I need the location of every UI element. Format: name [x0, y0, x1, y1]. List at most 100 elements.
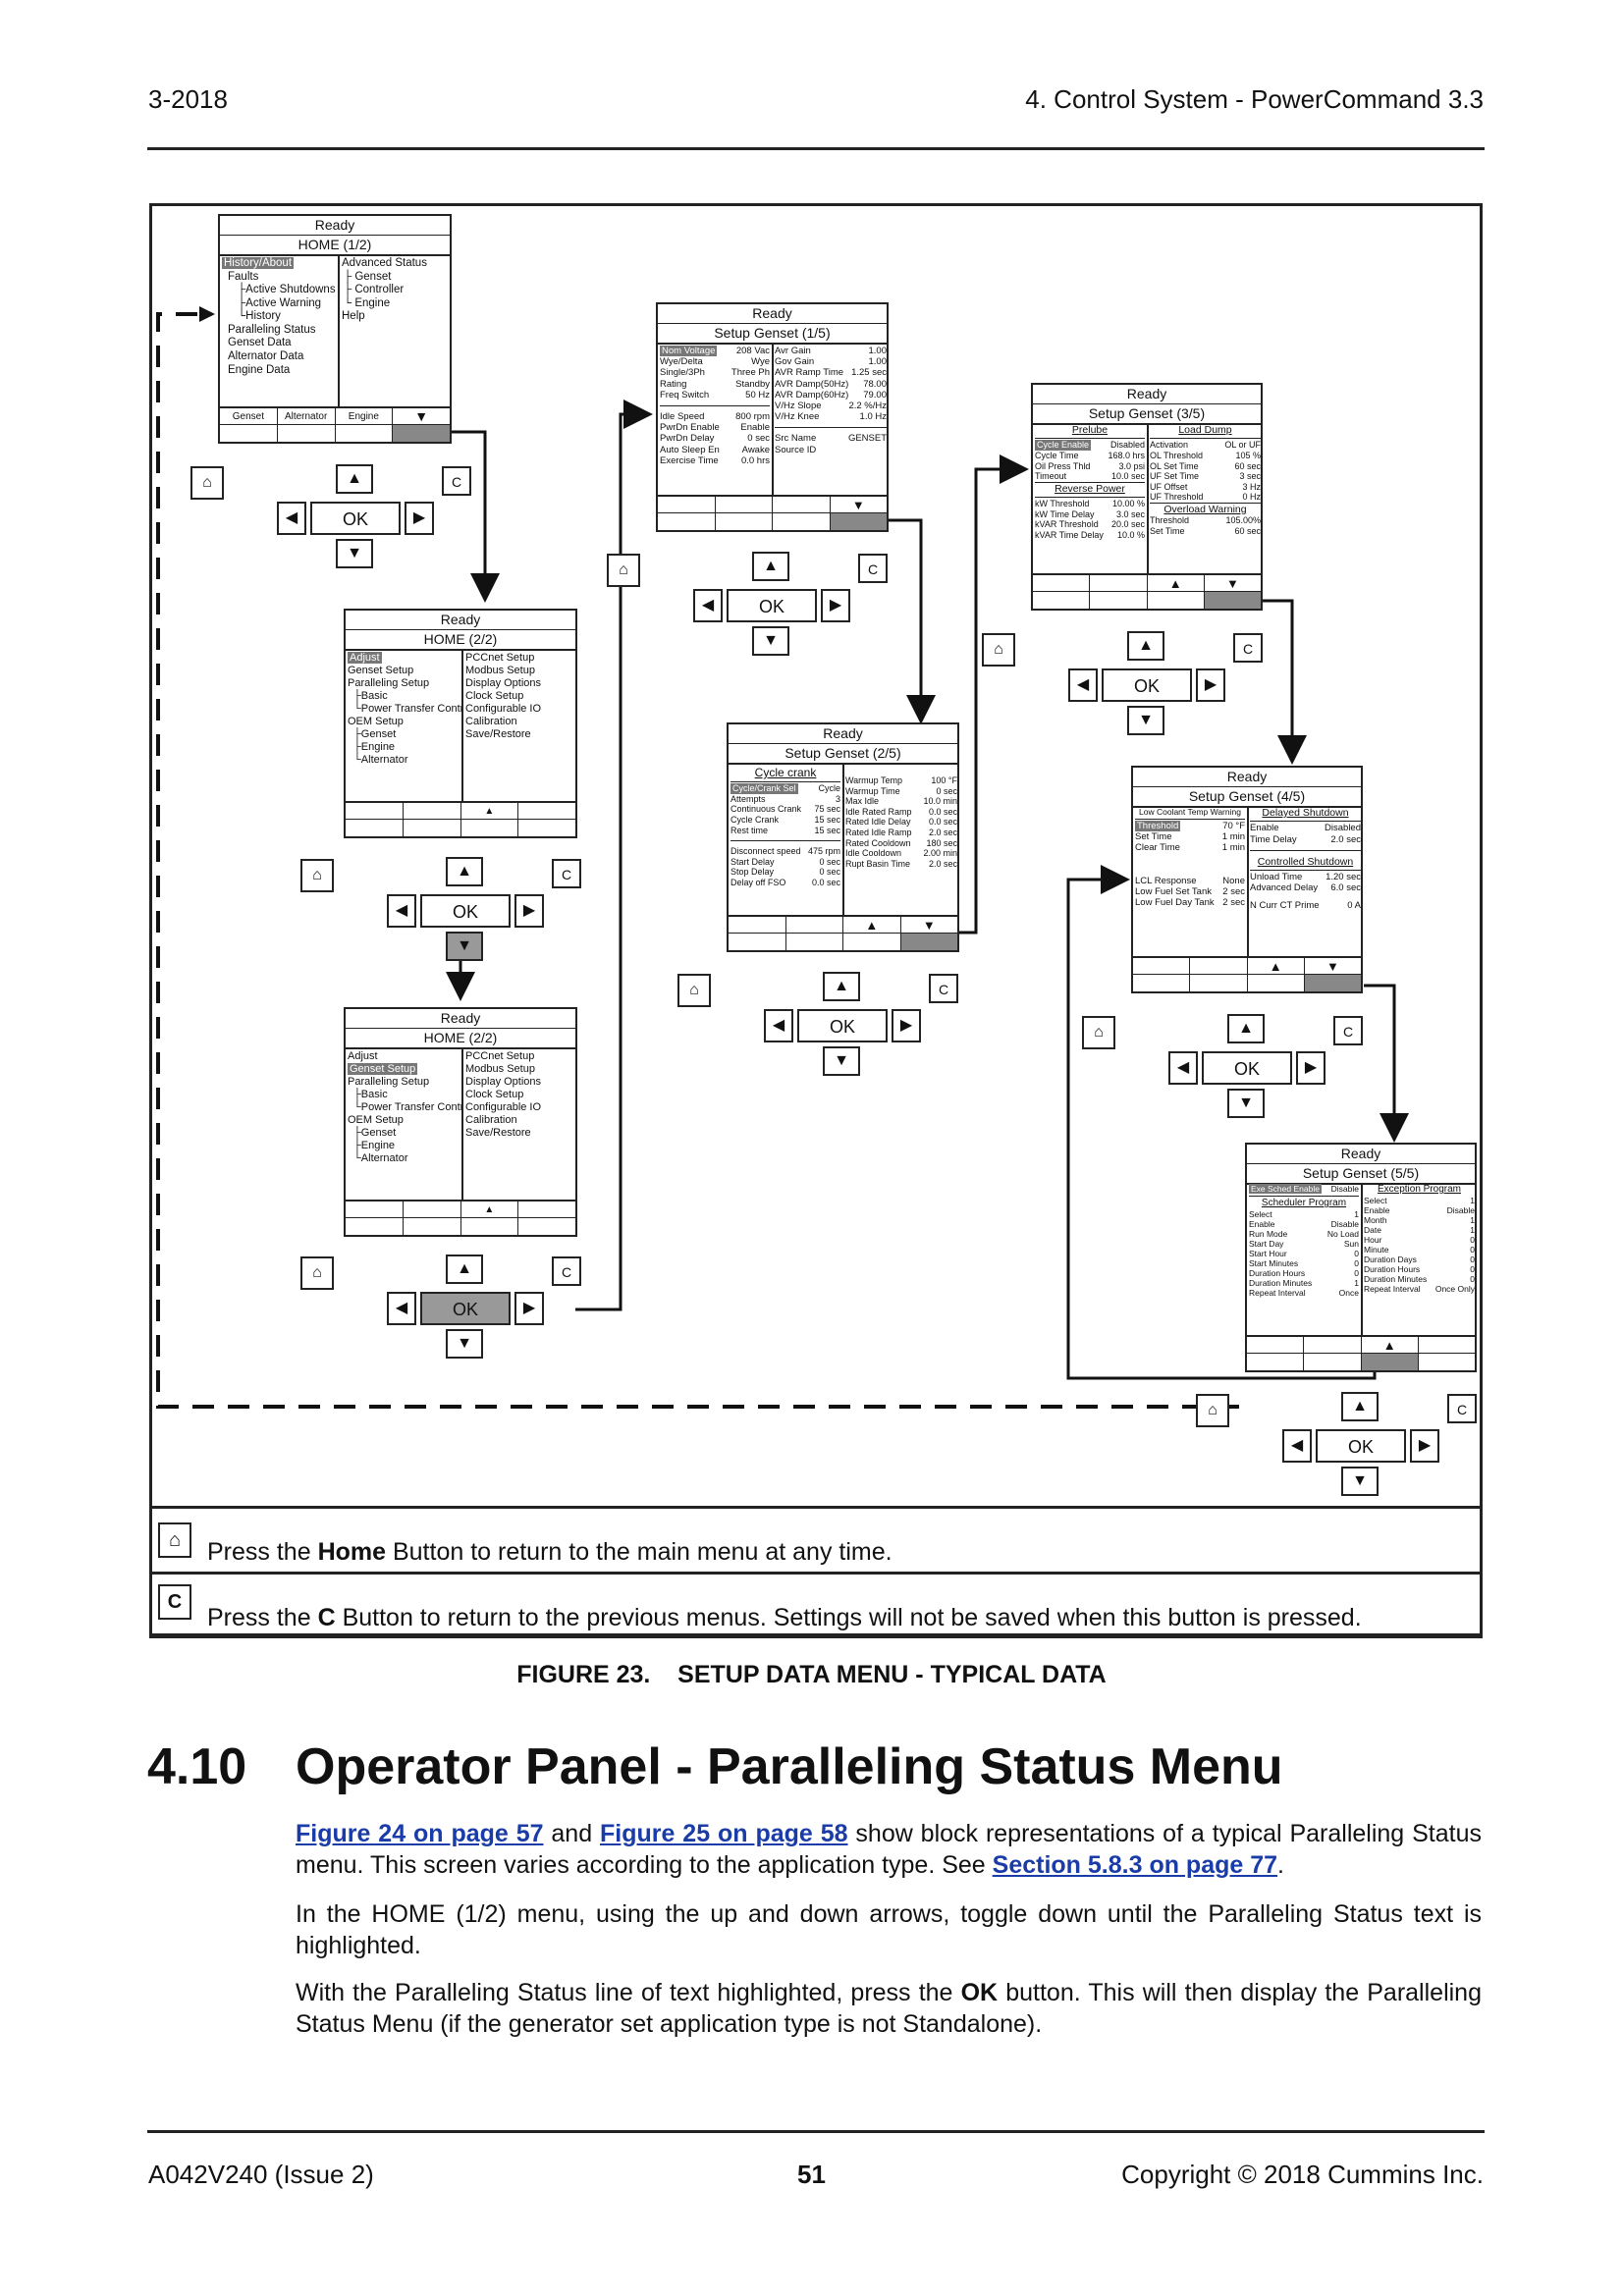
- menu-adjust[interactable]: Adjust: [348, 1050, 378, 1062]
- softkey-up[interactable]: ▲: [1148, 575, 1205, 592]
- menu-alternator-data[interactable]: Alternator Data: [228, 349, 304, 362]
- c-button[interactable]: C: [929, 974, 958, 1003]
- home-button[interactable]: ⌂: [300, 1256, 334, 1290]
- softkey-2[interactable]: [1190, 958, 1248, 975]
- softkey-2[interactable]: [1090, 575, 1148, 592]
- softkey-up[interactable]: ▲: [461, 803, 519, 820]
- left-arrow-button[interactable]: ◀: [764, 1009, 793, 1042]
- left-arrow-button[interactable]: ◀: [387, 1292, 416, 1325]
- ok-button[interactable]: OK: [727, 589, 817, 622]
- softkey-1[interactable]: [729, 917, 786, 934]
- softkey-down[interactable]: ▼: [414, 408, 429, 424]
- menu-oem-genset[interactable]: ├Genset: [353, 727, 397, 740]
- softkey-2[interactable]: [404, 803, 461, 820]
- left-arrow-button[interactable]: ◀: [1068, 668, 1098, 702]
- down-arrow-button[interactable]: ▼: [446, 1329, 483, 1359]
- up-arrow-button[interactable]: ▲: [823, 972, 860, 1001]
- menu-genset-setup[interactable]: Genset Setup: [348, 1062, 418, 1075]
- right-arrow-button[interactable]: ▶: [821, 589, 850, 622]
- menu-paralleling-setup[interactable]: Paralleling Setup: [348, 1075, 430, 1088]
- down-arrow-button[interactable]: ▼: [1227, 1089, 1265, 1118]
- menu-configurable-io[interactable]: Configurable IO: [465, 702, 542, 715]
- softkey-4[interactable]: [1419, 1337, 1475, 1354]
- menu-basic[interactable]: ├Basic: [353, 689, 388, 702]
- menu-advanced-status[interactable]: Advanced Status: [342, 257, 427, 269]
- menu-oem-genset[interactable]: ├Genset: [353, 1126, 397, 1139]
- left-arrow-button[interactable]: ◀: [693, 589, 723, 622]
- ok-button[interactable]: OK: [420, 1292, 511, 1325]
- menu-active-warning[interactable]: ├Active Warning: [238, 296, 322, 309]
- home-button[interactable]: ⌂: [1082, 1016, 1115, 1049]
- menu-display-options[interactable]: Display Options: [465, 1075, 542, 1088]
- menu-oem-setup[interactable]: OEM Setup: [348, 715, 404, 727]
- softkey-1[interactable]: [346, 1201, 404, 1218]
- home-button[interactable]: ⌂: [677, 974, 711, 1007]
- right-arrow-button[interactable]: ▶: [405, 502, 434, 535]
- down-arrow-button[interactable]: ▼: [823, 1046, 860, 1076]
- up-arrow-button[interactable]: ▲: [446, 857, 483, 886]
- menu-history[interactable]: └History: [238, 310, 281, 323]
- softkey-1[interactable]: [346, 803, 404, 820]
- menu-pccnet[interactable]: PCCnet Setup: [465, 652, 535, 664]
- menu-faults[interactable]: Faults: [228, 270, 259, 283]
- c-button[interactable]: C: [442, 466, 471, 496]
- menu-oem-setup[interactable]: OEM Setup: [348, 1113, 404, 1126]
- right-arrow-button[interactable]: ▶: [892, 1009, 921, 1042]
- right-arrow-button[interactable]: ▶: [514, 1292, 544, 1325]
- softkey-down[interactable]: ▼: [851, 498, 865, 512]
- c-button[interactable]: C: [552, 1256, 581, 1286]
- down-arrow-button[interactable]: ▼: [336, 539, 373, 568]
- softkey-2[interactable]: [404, 1201, 461, 1218]
- menu-adv-controller[interactable]: ├ Controller: [344, 284, 405, 296]
- menu-power-transfer[interactable]: └Power Transfer Control: [353, 702, 461, 715]
- softkey-3[interactable]: [773, 497, 831, 513]
- left-arrow-button[interactable]: ◀: [1282, 1429, 1312, 1463]
- softkey-1[interactable]: [1133, 958, 1191, 975]
- menu-paralleling-status[interactable]: Paralleling Status: [228, 323, 316, 336]
- c-button[interactable]: C: [1447, 1394, 1477, 1423]
- menu-oem-engine[interactable]: ├Engine: [353, 740, 396, 753]
- menu-adv-engine[interactable]: └ Engine: [344, 296, 391, 309]
- up-arrow-button[interactable]: ▲: [1127, 631, 1164, 661]
- menu-oem-engine[interactable]: ├Engine: [353, 1139, 396, 1151]
- menu-genset-data[interactable]: Genset Data: [228, 337, 292, 349]
- home-button[interactable]: ⌂: [300, 859, 334, 892]
- softkey-down[interactable]: ▼: [1325, 959, 1339, 974]
